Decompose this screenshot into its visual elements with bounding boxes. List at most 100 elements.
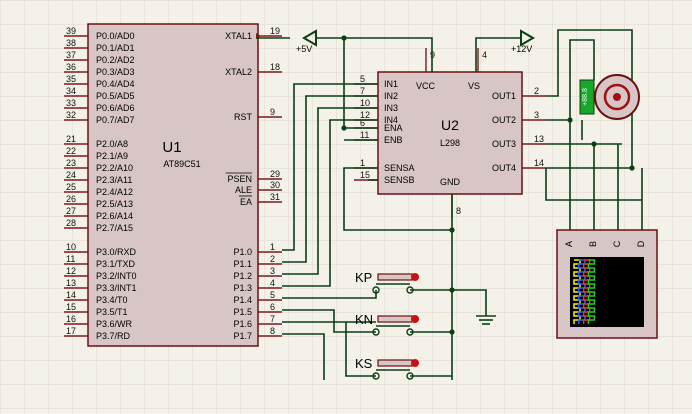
u1-pin-number: 1: [270, 242, 275, 252]
switch-ks[interactable]: KS: [355, 356, 419, 380]
u1-pin-name: P2.6/A14: [96, 211, 133, 221]
u1-pin-number: 15: [66, 302, 76, 312]
u1-pin-number: 7: [270, 314, 275, 324]
u1-pin-number: 31: [270, 192, 280, 202]
scope-channel-label: B: [588, 241, 598, 247]
switch-kn[interactable]: KN: [355, 312, 419, 336]
scope-trace-d: [587, 259, 596, 324]
u1-pin-name: P3.7/RD: [96, 331, 131, 341]
u1-pin-name: P1.2: [233, 271, 252, 281]
scope-channel-label: A: [564, 241, 574, 247]
u1-pin-name: XTAL2: [225, 67, 252, 77]
vs-label: +12V: [511, 44, 532, 54]
u1-pin-name: P1.4: [233, 295, 252, 305]
u2-pin-name: OUT2: [492, 115, 516, 125]
push-button-switches: KP KN KS: [355, 270, 419, 380]
u1-pin-number: 28: [66, 218, 76, 228]
u1-pin-name: P1.5: [233, 307, 252, 317]
u1-pin-name: ALE: [235, 185, 252, 195]
u1-pin-name: EA: [240, 197, 252, 207]
u1-pin-number: 4: [270, 278, 275, 288]
switch-contact: [406, 372, 414, 380]
switch-contact: [406, 328, 414, 336]
u1-pin-number: 14: [66, 290, 76, 300]
u2-part-number: L298: [440, 138, 460, 148]
u2-pin-number: 8: [456, 206, 461, 216]
u1-pin-number: 38: [66, 38, 76, 48]
u2-pin-number: 2: [534, 86, 539, 96]
u2-pin-name: SENSB: [384, 175, 415, 185]
u1-pin-number: 21: [66, 134, 76, 144]
stepper-motor[interactable]: +88.8: [579, 74, 640, 120]
u1-pin-name: P2.2/A10: [96, 163, 133, 173]
ground-icon: [476, 315, 496, 325]
u1-right-pins: 19XTAL118XTAL29RST29PSEN30ALE31EA1P1.02P…: [225, 26, 282, 341]
u1-pin-number: 8: [270, 326, 275, 336]
switch-contact: [372, 286, 380, 294]
switch-state-icon: [411, 315, 419, 323]
switch-label: KN: [355, 312, 373, 327]
u2-pin-name: OUT3: [492, 139, 516, 149]
u1-pin-name: P0.1/AD1: [96, 43, 135, 53]
u1-pin-number: 29: [270, 169, 280, 179]
motor-rotor-icon: [603, 83, 631, 111]
u2-pin-number: 3: [534, 110, 539, 120]
u1-pin-name: P2.1/A9: [96, 151, 128, 161]
u1-pin-number: 25: [66, 182, 76, 192]
u1-pin-number: 9: [270, 107, 275, 117]
u1-pin-name: P1.0: [233, 247, 252, 257]
switch-kp[interactable]: KP: [355, 270, 419, 294]
u1-pin-name: P3.4/T0: [96, 295, 128, 305]
u1-pin-number: 18: [270, 62, 280, 72]
motor-shaft: [613, 93, 621, 101]
u1-pin-name: P0.7/AD7: [96, 115, 135, 125]
switch-actuator: [377, 273, 413, 281]
u1-pin-number: 23: [66, 158, 76, 168]
u1-part-number: AT89C51: [163, 159, 200, 169]
u1-pin-name: RST: [234, 112, 253, 122]
switch-label: KP: [355, 270, 372, 285]
u2-pin-name: IN2: [384, 91, 398, 101]
u2-pin-number: 11: [360, 130, 369, 140]
u1-pin-name: P2.4/A12: [96, 187, 133, 197]
u1-pin-name: P3.0/RXD: [96, 247, 137, 257]
u1-body: [87, 23, 259, 347]
u1-pin-number: 27: [66, 206, 76, 216]
scope-trace-c: [582, 259, 591, 324]
u1-pin-name: P3.1/TXD: [96, 259, 136, 269]
u1-pin-name: P3.6/WR: [96, 319, 133, 329]
u2-pin-number: 10: [360, 98, 370, 108]
u1-pin-name: P1.6: [233, 319, 252, 329]
u2-pin-name: VCC: [416, 81, 436, 91]
switch-state-icon: [411, 273, 419, 281]
u1-pin-number: 37: [66, 50, 76, 60]
u2-pin-name: OUT1: [492, 91, 516, 101]
switch-actuator: [377, 359, 413, 367]
u2-pin-name: IN1: [384, 79, 398, 89]
scope-channel-label: D: [636, 240, 646, 247]
u1-pin-number: 34: [66, 86, 76, 96]
u2-pin-number: 15: [360, 170, 370, 180]
u2-pin-name: SENSA: [384, 163, 415, 173]
u2-pin-number: 6: [360, 118, 365, 128]
u1-pin-number: 32: [66, 110, 76, 120]
u2-pin-number: 13: [534, 134, 544, 144]
u2-pin-name: IN3: [384, 103, 398, 113]
u1-pin-number: 35: [66, 74, 76, 84]
u1-reference: U1: [162, 139, 181, 156]
u1-pin-number: 12: [66, 266, 76, 276]
u1-pin-name: XTAL1: [225, 31, 252, 41]
u1-pin-number: 5: [270, 290, 275, 300]
u2-pin-name: OUT4: [492, 163, 516, 173]
u1-pin-number: 24: [66, 170, 76, 180]
u1-pin-name: P3.3/INT1: [96, 283, 137, 293]
switch-state-icon: [411, 359, 419, 367]
u1-pin-name: P2.5/A13: [96, 199, 133, 209]
u1-pin-name: P2.3/A11: [96, 175, 132, 185]
